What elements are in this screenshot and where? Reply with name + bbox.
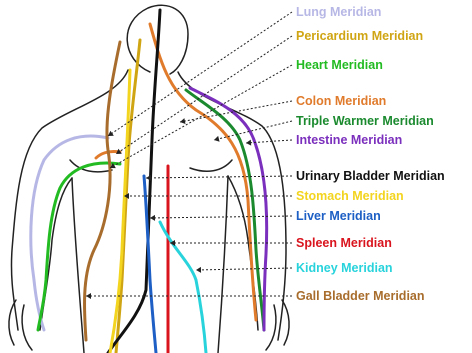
label-colon-meridian: Colon Meridian	[296, 94, 386, 108]
heart-meridian-path	[38, 163, 120, 330]
label-triple-warmer-meridian: Triple Warmer Meridian	[296, 114, 434, 128]
label-kidney-meridian: Kidney Meridian	[296, 261, 393, 275]
leader-line	[110, 65, 292, 168]
leader-line	[196, 268, 292, 270]
label-spleen-meridian: Spleen Meridian	[296, 236, 392, 250]
leader-arrowhead	[146, 175, 151, 181]
leader-arrowhead	[196, 267, 201, 273]
label-liver-meridian: Liver Meridian	[296, 209, 381, 223]
right-torso-outline	[218, 176, 228, 353]
left-shoulder-arm-outline	[11, 70, 128, 330]
leader-line	[116, 36, 292, 154]
label-pericardium-meridian: Pericardium Meridian	[296, 29, 423, 43]
label-stomach-meridian: Stomach Meridian	[296, 189, 404, 203]
leader-arrowhead	[180, 118, 185, 124]
chest-detail-right	[190, 160, 232, 171]
label-urinary-bladder-meridian: Urinary Bladder Meridian	[296, 169, 445, 183]
left-hand-outline	[9, 300, 32, 350]
left-torso-outline	[72, 178, 84, 353]
right-hand-outline	[266, 300, 289, 350]
leader-arrowhead	[86, 293, 91, 299]
leader-arrowhead	[108, 131, 114, 136]
leader-line	[150, 216, 292, 218]
label-lung-meridian: Lung Meridian	[296, 5, 381, 19]
label-heart-meridian: Heart Meridian	[296, 58, 383, 72]
label-gall-bladder-meridian: Gall Bladder Meridian	[296, 289, 425, 303]
leader-arrowhead	[214, 136, 220, 142]
leader-arrowhead	[246, 140, 251, 146]
leader-arrowhead	[150, 215, 155, 221]
label-intestine-meridian: Intestine Meridian	[296, 133, 402, 147]
